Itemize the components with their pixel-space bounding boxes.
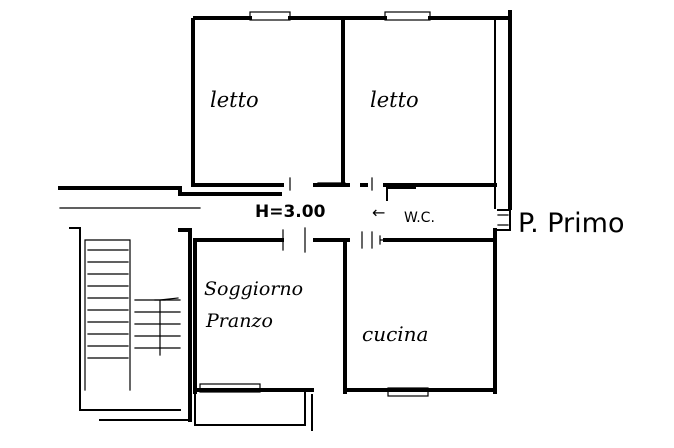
room-label-pranzo: Pranzo xyxy=(206,310,273,332)
lower-block-walls xyxy=(193,209,511,431)
ceiling-height-label: H=3.00 xyxy=(255,202,326,222)
wc-arrow-icon: ← xyxy=(372,203,386,222)
room-label-letto-right: letto xyxy=(370,88,419,112)
stair-and-entry xyxy=(58,186,282,422)
room-label-soggiorno: Soggiorno xyxy=(204,278,304,300)
bedroom-block-walls xyxy=(191,10,512,210)
room-label-letto-left: letto xyxy=(210,88,259,112)
floor-label: P. Primo xyxy=(518,208,625,239)
room-label-wc: W.C. xyxy=(404,210,435,226)
room-label-cucina: cucina xyxy=(362,322,429,346)
